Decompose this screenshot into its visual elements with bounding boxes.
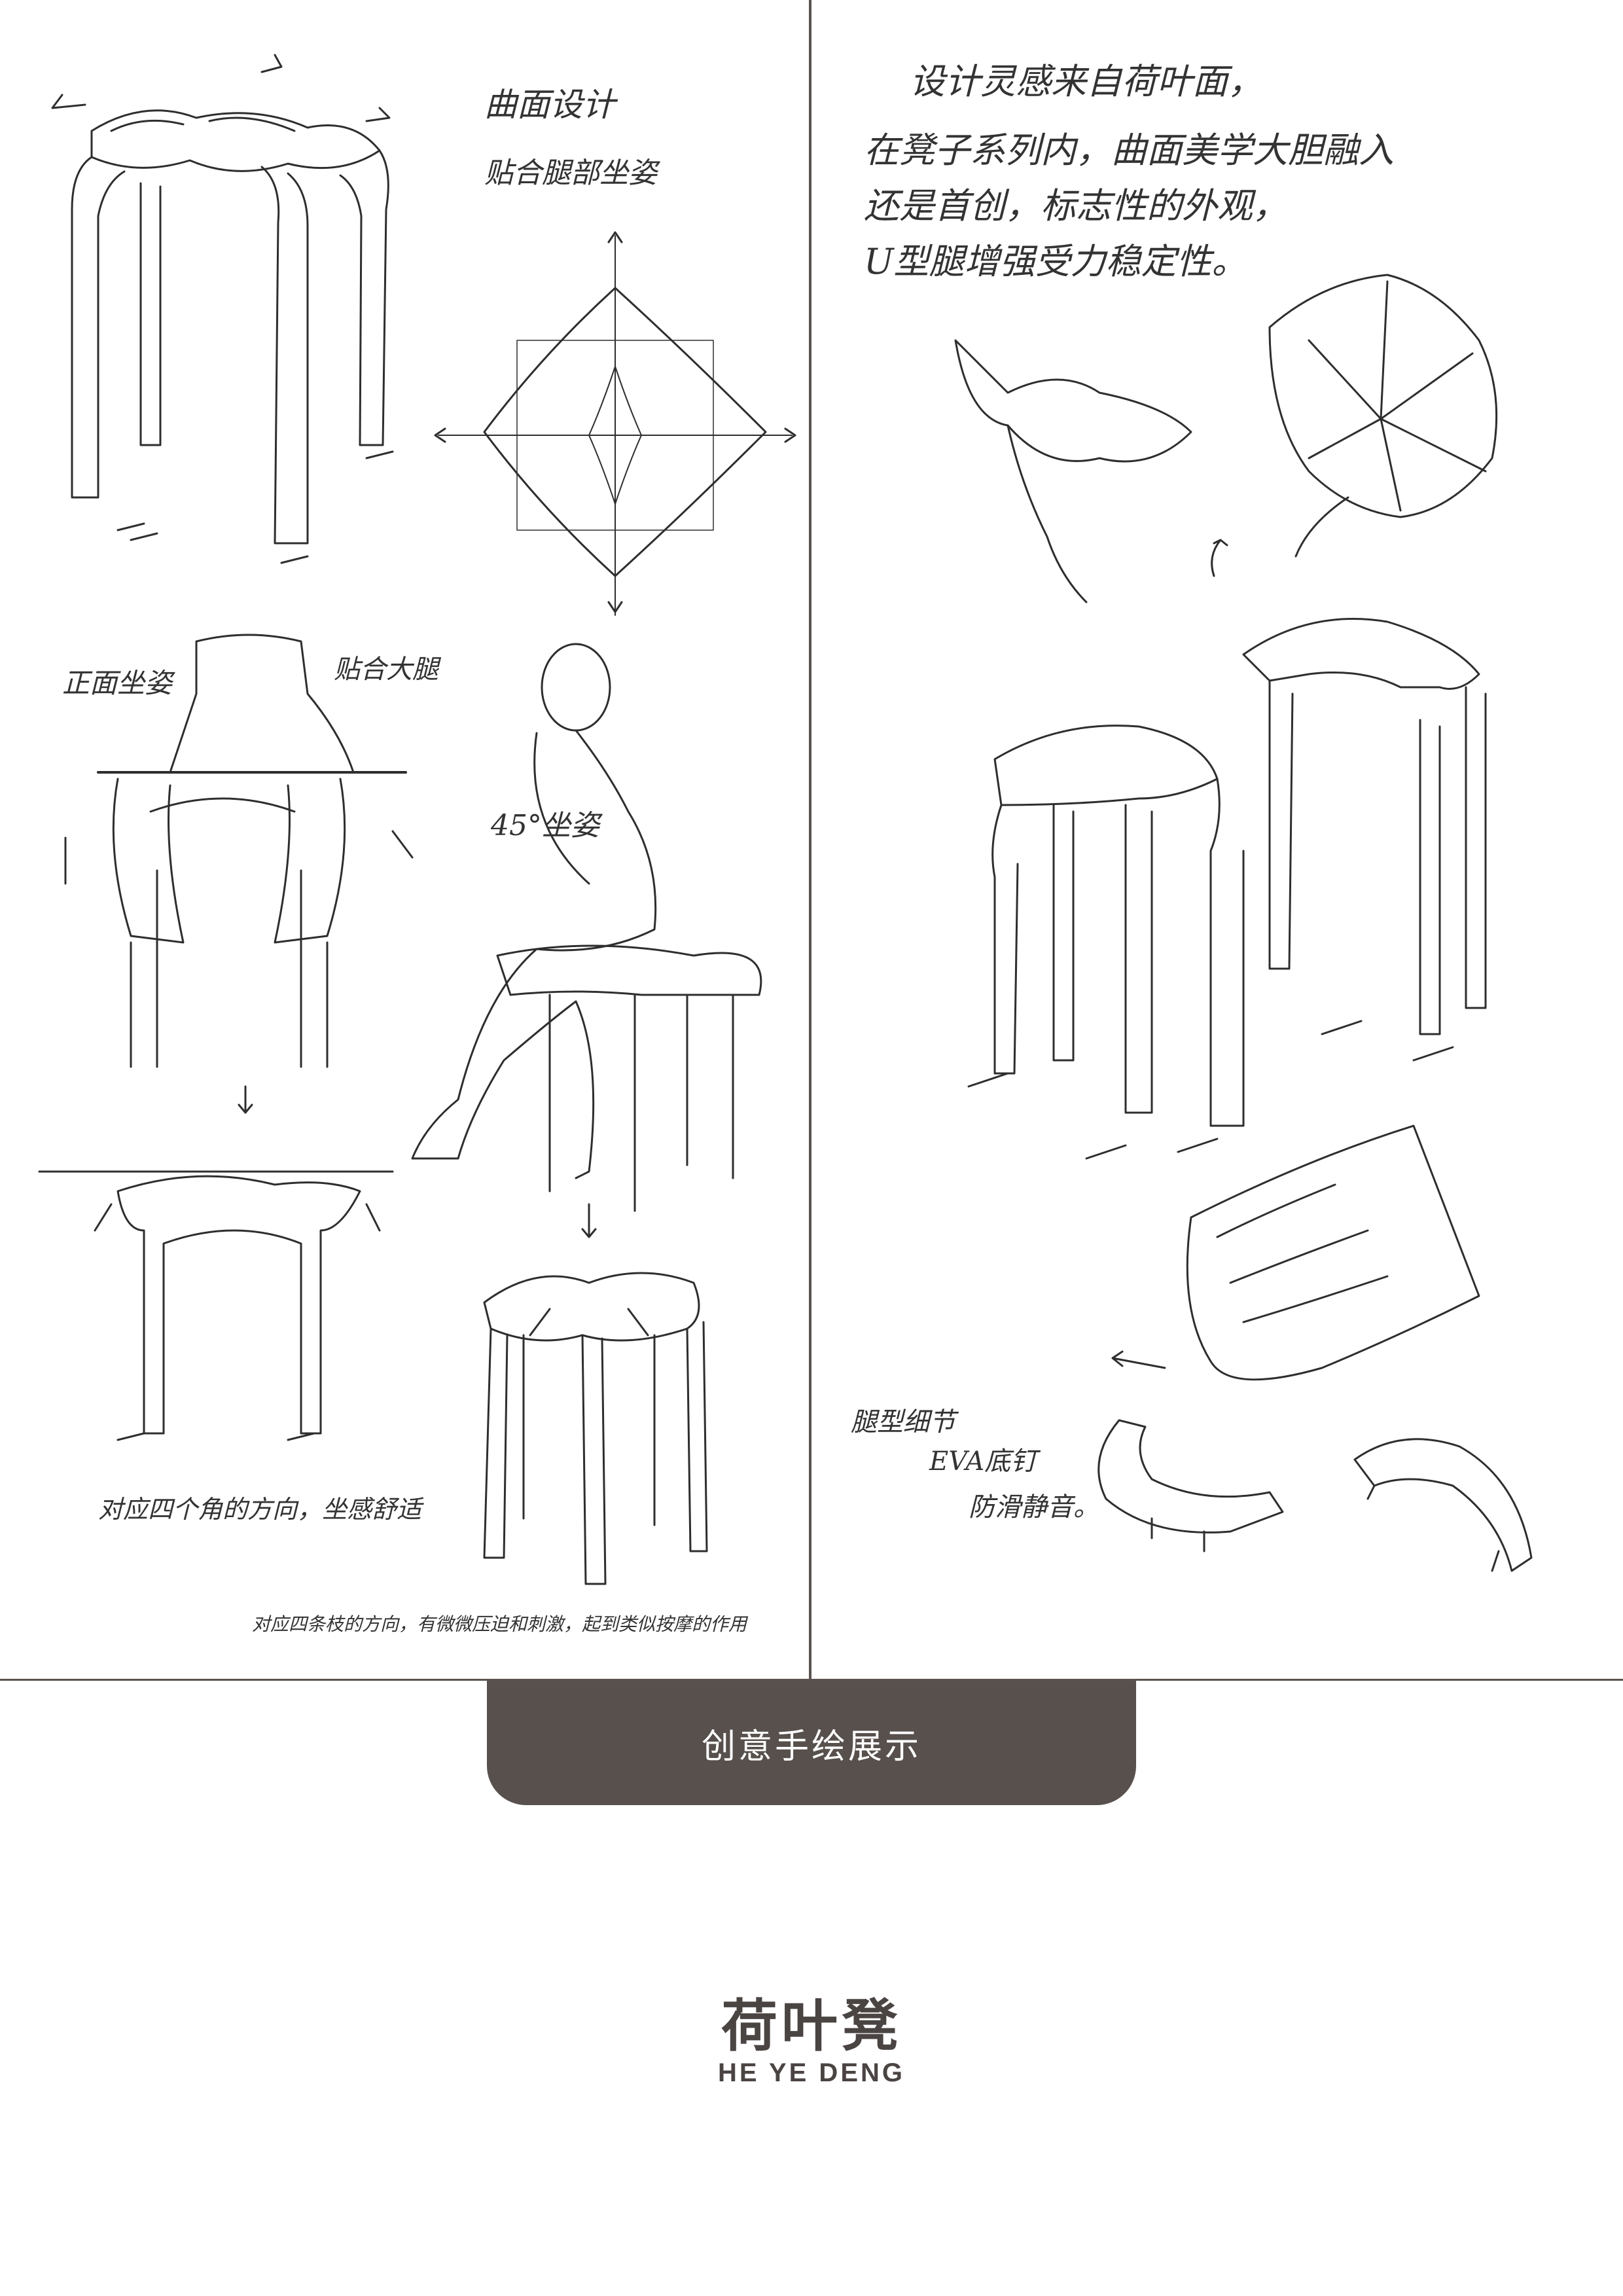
eva-feet-sketch (1097, 1419, 1533, 1572)
label-anti-slip: 防滑静音。 (969, 1492, 1099, 1522)
inspiration-line-1: 设计灵感来自荷叶面， (910, 61, 1263, 102)
label-fit-leg: 贴合腿部坐姿 (484, 156, 657, 190)
front-sitting-sketch (64, 634, 414, 1114)
sketch-panel-right: 设计灵感来自荷叶面， 在凳子系列内，曲面美学大胆融入 还是首创，标志性的外观， … (812, 0, 1623, 1679)
inspiration-line-2: 在凳子系列内，曲面美学大胆融入 (864, 130, 1394, 171)
caption-branch-massage: 对应四条枝的方向，有微微压迫和刺激，起到类似按摩的作用 (252, 1613, 747, 1635)
lotus-leaf-sketch (954, 274, 1498, 603)
brand-name-cn: 荷叶凳 (721, 1994, 902, 2059)
arrow-stool-sketch (483, 1272, 708, 1585)
label-leg-detail: 腿型细节 (851, 1407, 955, 1437)
sketch-panel-left: 曲面设计 贴合腿部坐姿 正面坐姿 贴合大腿 45°坐姿 对应四个角的方向，坐感舒… (0, 0, 809, 1679)
inspiration-line-3: 还是首创，标志性的外观， (864, 185, 1288, 226)
brand-name-en: HE YE DENG (718, 2058, 905, 2087)
vertical-divider (809, 0, 812, 1679)
stacked-stools-sketch (967, 618, 1487, 1160)
inspiration-line-4: U型腿增强受力稳定性。 (864, 241, 1247, 282)
label-eva-feet: EVA底钉 (929, 1446, 1037, 1477)
ergonomic-sketch (38, 54, 796, 1585)
front-stool-sketch (38, 1170, 394, 1441)
label-front-posture: 正面坐姿 (62, 667, 173, 699)
label-45-posture: 45°坐姿 (491, 809, 599, 842)
label-curved-design: 曲面设计 (484, 86, 615, 124)
stool-sketch-top-left (51, 54, 394, 564)
horizontal-divider (0, 1679, 1623, 1681)
leg-profile-sketch (1111, 1124, 1480, 1381)
label-fit-thigh: 贴合大腿 (334, 655, 438, 685)
side-sitting-sketch (411, 643, 762, 1238)
inspiration-sketch (954, 274, 1533, 1572)
section-tab-label: 创意手绘展示 (701, 1727, 921, 1766)
section-tab: 创意手绘展示 (487, 1681, 1136, 1805)
top-view-diagram (434, 231, 796, 616)
caption-corner-comfort: 对应四个角的方向，坐感舒适 (98, 1495, 422, 1524)
